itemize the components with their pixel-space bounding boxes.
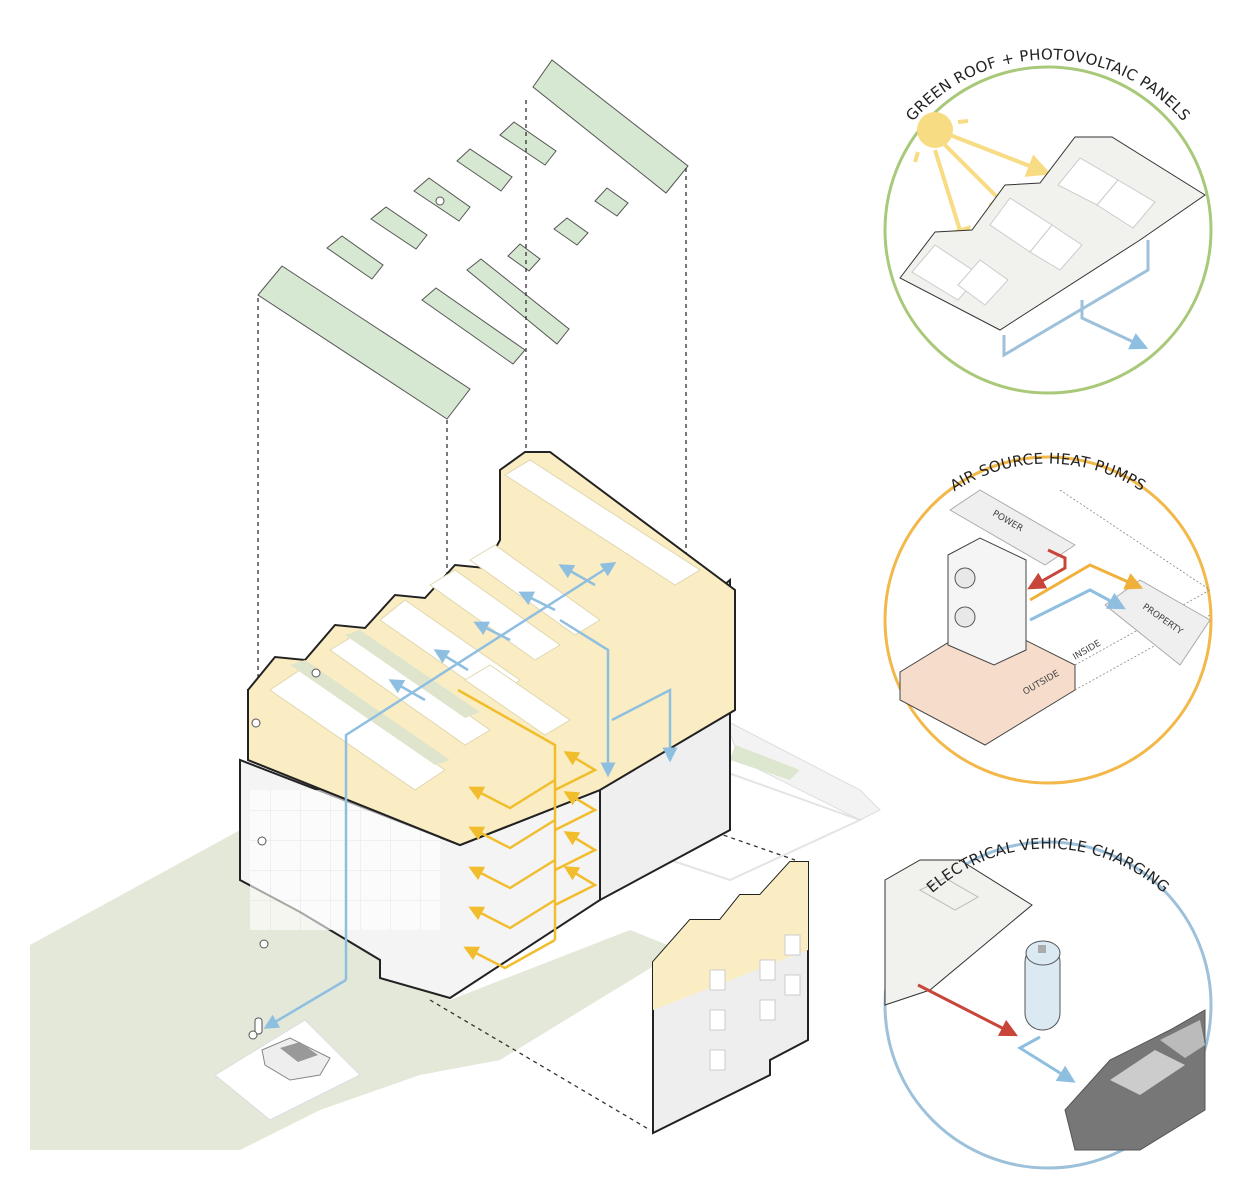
- arrow-icon: [1002, 240, 1150, 358]
- section-fragment: [652, 861, 809, 1135]
- callout-heat-pumps: POWER PROPERTY OUTSIDE INSIDE: [883, 455, 1213, 785]
- callout-ev-charging: [883, 840, 1213, 1170]
- site-car: [261, 1037, 331, 1081]
- heat-pump-flow: [457, 688, 598, 970]
- solar-power-flow: [263, 561, 678, 1029]
- pv-array: [532, 59, 689, 194]
- sun-icon: [913, 112, 1052, 252]
- car-icon: [1064, 1009, 1206, 1151]
- callout-green-roof: [883, 65, 1213, 395]
- heat-pump-unit: [947, 537, 1027, 666]
- roof-icon: [899, 136, 1206, 331]
- pv-array: [257, 265, 471, 420]
- power-box: POWER: [949, 489, 1076, 566]
- floating-pv-panels: [257, 59, 689, 420]
- property-box: PROPERTY: [1104, 579, 1211, 666]
- charger-icon: [1024, 940, 1061, 1031]
- site-ev-charger: [248, 1017, 263, 1040]
